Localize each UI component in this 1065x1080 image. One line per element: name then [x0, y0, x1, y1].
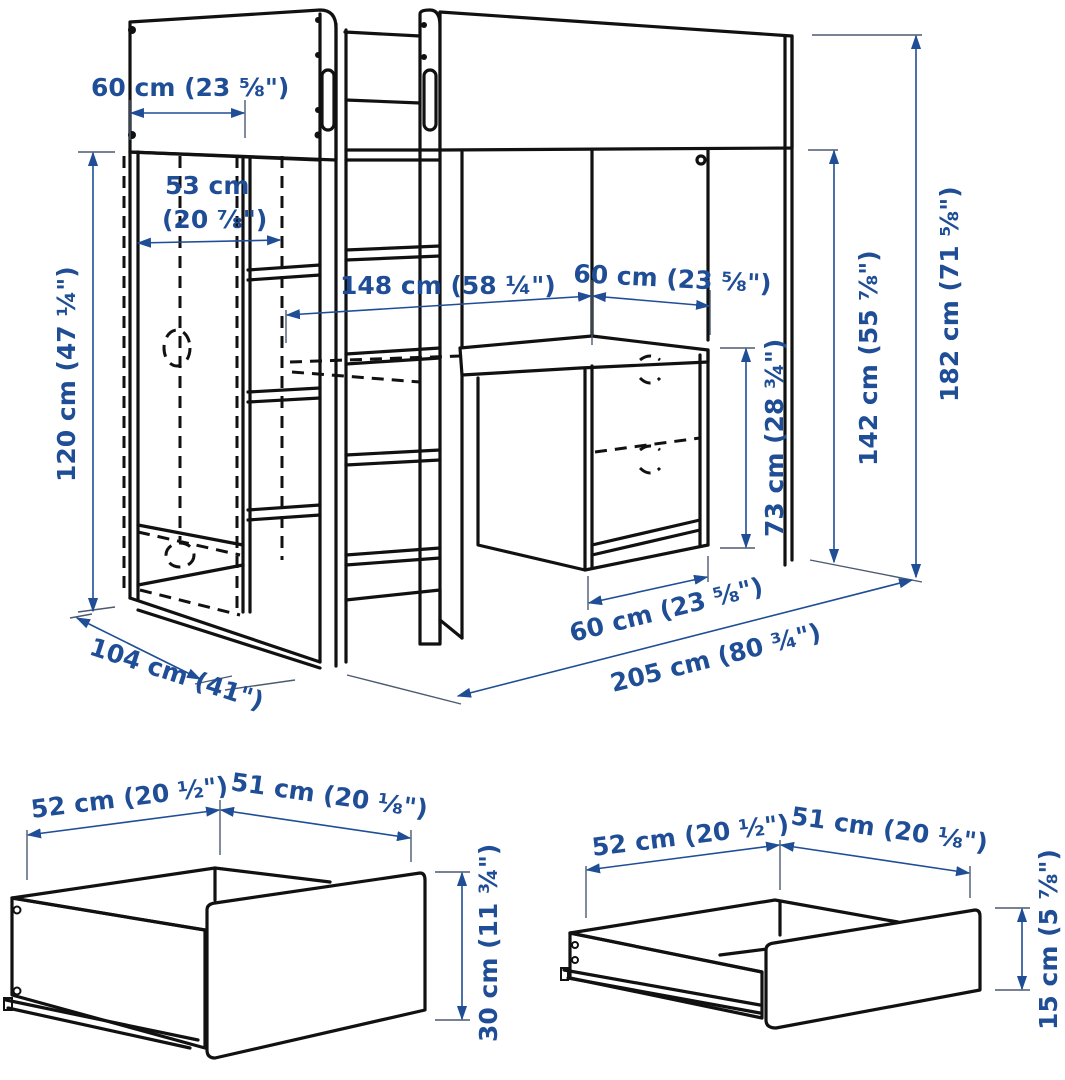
label-wardrobe-inner-width-1: 53 cm	[165, 171, 249, 200]
large-drawer-front	[205, 871, 427, 1060]
bed-dimension-lines	[69, 34, 923, 705]
label-wardrobe-inner-width-2: (20 ⅞")	[162, 205, 267, 234]
label-desk-width-bottom: 60 cm (23 ⅝")	[566, 572, 765, 648]
bed-side-panel	[438, 10, 794, 152]
label-large-drawer-width: 52 cm (20 ½")	[29, 771, 229, 824]
label-large-drawer-height: 30 cm (11 ¾")	[474, 844, 503, 1042]
label-wardrobe-height: 120 cm (47 ¼")	[52, 266, 81, 482]
label-small-drawer-width: 52 cm (20 ½")	[590, 809, 790, 862]
label-under-bed-height: 142 cm (55 ⅞")	[854, 250, 883, 466]
label-small-drawer-height: 15 cm (5 ⅞")	[1034, 849, 1063, 1030]
label-total-height: 182 cm (71 ⅝")	[935, 186, 964, 402]
large-drawer-drawing	[3, 866, 427, 1060]
small-drawer-front	[764, 908, 982, 1030]
small-drawer-drawing	[560, 898, 982, 1030]
loft-bed-drawing	[122, 8, 794, 670]
label-under-bed-width: 148 cm (58 ¼")	[340, 271, 556, 300]
label-desk-height: 73 cm (28 ¾")	[760, 339, 789, 537]
label-desk-depth-top: 60 cm (23 ⅝")	[573, 259, 773, 298]
label-wardrobe-top-width: 60 cm (23 ⅝")	[91, 73, 289, 102]
label-small-drawer-depth: 51 cm (20 ⅛")	[789, 801, 989, 857]
label-total-depth: 104 cm (41")	[86, 632, 267, 716]
